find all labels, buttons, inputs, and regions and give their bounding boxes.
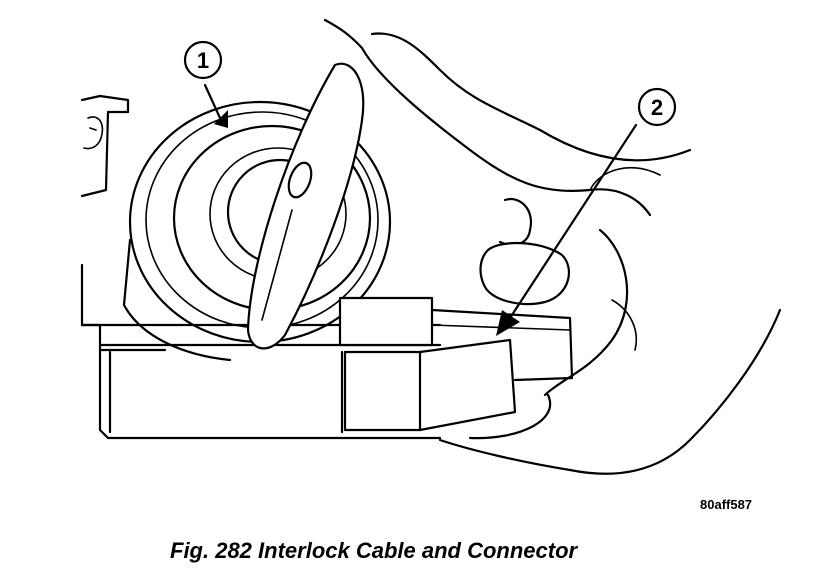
interlock-connector bbox=[338, 296, 574, 432]
mounting-bracket bbox=[80, 94, 130, 198]
callout-2: 2 bbox=[496, 87, 677, 336]
callout-2-number: 2 bbox=[651, 95, 663, 120]
technician-hand bbox=[323, 18, 782, 475]
callout-1: 1 bbox=[183, 40, 228, 128]
figure-reference-code: 80aff587 bbox=[700, 497, 753, 512]
callout-1-number: 1 bbox=[197, 48, 209, 73]
figure-caption: Fig. 282 Interlock Cable and Connector bbox=[170, 538, 578, 563]
ignition-key bbox=[246, 62, 365, 350]
